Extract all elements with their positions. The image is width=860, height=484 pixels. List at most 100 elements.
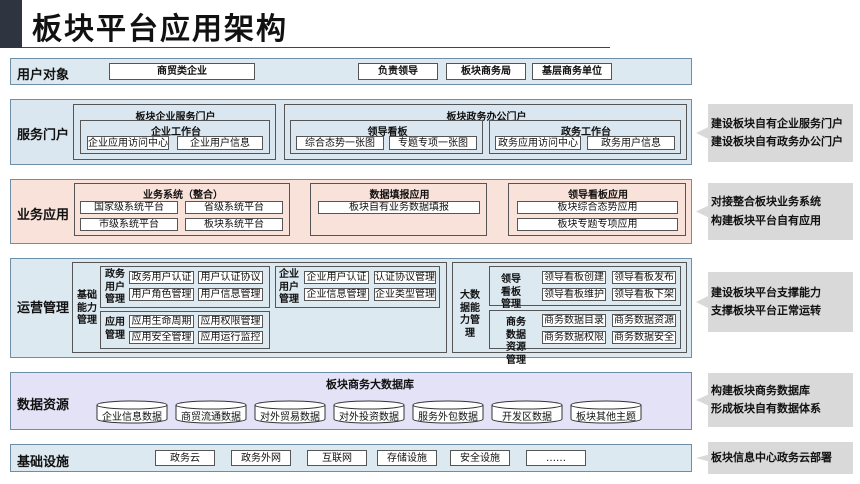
portal-item: 专题专项一张图 (389, 136, 477, 150)
database-cylinder: 企业信息数据 (96, 400, 168, 424)
enterprise-workbench-title: 企业工作台 (151, 127, 201, 138)
gov-user-label: 政务用户管理 (105, 269, 125, 305)
data-warehouse-title: 板块商务大数据库 (326, 378, 414, 391)
infra-item: 互联网 (307, 450, 367, 466)
infra-item: 政务外网 (231, 450, 291, 466)
database-label: 企业信息数据 (102, 412, 162, 423)
data-fill-title: 数据填报应用 (369, 190, 430, 201)
title-accent-bar (0, 0, 22, 48)
ops-item: 政务用户认证 (129, 271, 194, 284)
enterprise-portal-title: 板块企业服务门户 (135, 112, 216, 123)
page-title: 板块平台应用架构 (32, 12, 288, 47)
infra-item: 政务云 (155, 450, 215, 466)
layer-infra-label: 基础设施 (17, 455, 70, 470)
database-icon (333, 400, 405, 424)
biz-item: 板块自有业务数据填报 (318, 201, 480, 214)
database-cylinder: 对外贸易数据 (254, 400, 326, 424)
database-icon (96, 400, 168, 424)
bigdata-capability-panel (452, 262, 687, 353)
gov-portal-title: 板块政务办公门户 (446, 112, 527, 123)
biz-item: 省级系统平台 (185, 201, 283, 214)
infra-item: 存储设施 (377, 450, 437, 466)
database-icon (491, 400, 563, 424)
leader-board-title: 领导看板 (367, 127, 408, 138)
ops-item: 商务数据权限 (542, 331, 606, 344)
database-icon (570, 400, 642, 424)
biz-item: 国家级系统平台 (80, 201, 178, 214)
biz-item: 市级系统平台 (80, 218, 178, 231)
ops-item: 企业类型管理 (374, 288, 436, 301)
ops-item: 领导看板维护 (542, 288, 606, 301)
summary-line: 形成板块自有数据体系 (711, 402, 821, 415)
ops-item: 商务数据安全 (612, 331, 676, 344)
ops-item: 商务数据目录 (542, 314, 606, 327)
biz-item: 板块专题专项应用 (517, 218, 678, 231)
biz-item: 板块综合态势应用 (517, 201, 678, 214)
data-summary: 构建板块商务数据库 形成板块自有数据体系 (696, 373, 853, 427)
ops-item: 企业用户认证 (304, 271, 369, 284)
leader-app-title: 领导看板应用 (568, 190, 628, 201)
layer-ops-label: 运营管理 (17, 301, 70, 316)
bigdata-capability-label: 大数据能力管理 (460, 290, 480, 339)
user-item: 板块商务局 (446, 63, 526, 80)
database-cylinder: 板块其他主题 (570, 400, 642, 424)
app-manage-label: 应用管理 (105, 317, 125, 341)
portal-item: 政务用户信息 (587, 136, 675, 150)
summary-line: 建设板块平台支撑能力 (711, 285, 821, 299)
user-item: 基层商务单位 (532, 63, 612, 80)
biz-summary: 对接整合板块业务系统 构建板块平台自有应用 (696, 183, 853, 240)
ops-item: 用户认证协议 (198, 271, 263, 284)
database-icon (175, 400, 247, 424)
gov-user-panel (100, 266, 270, 308)
ops-item: 应用运行监控 (198, 331, 263, 344)
database-label: 服务外包数据 (418, 412, 478, 423)
ops-item: 认证协议管理 (374, 271, 436, 284)
summary-line: 板块信息中心政务云部署 (711, 450, 832, 464)
gov-workbench-panel: 政务工作台 (489, 120, 681, 154)
title-underline (22, 47, 610, 48)
database-icon (412, 400, 484, 424)
biz-item: 板块系统平台 (185, 218, 283, 231)
ops-item: 应用安全管理 (129, 331, 194, 344)
biz-systems-title: 业务系统（整合） (143, 190, 223, 201)
summary-line: 建设板块自有政务办公门户 (711, 135, 843, 148)
enterprise-workbench-panel: 企业工作台 (80, 120, 270, 154)
ops-summary: 建设板块平台支撑能力 支撑板块平台正常运转 (696, 272, 853, 332)
user-item: 负责领导 (358, 63, 438, 80)
database-cylinder: 开发区数据 (491, 400, 563, 424)
portal-item: 综合态势一张图 (296, 136, 384, 150)
biz-systems-panel: 业务系统（整合） (74, 183, 290, 236)
database-label: 商贸流通数据 (181, 412, 241, 423)
ops-item: 商务数据资源 (612, 314, 676, 327)
ops-item: 领导看板发布 (612, 271, 676, 284)
ent-user-panel (275, 266, 440, 308)
portal-summary: 建设板块自有企业服务门户 建设板块自有政务办公门户 (696, 104, 853, 162)
database-label: 开发区数据 (502, 412, 552, 423)
summary-line: 支撑板块平台正常运转 (711, 304, 821, 317)
ops-item: 企业信息管理 (304, 288, 369, 301)
leader-app-panel: 领导看板应用 (508, 183, 686, 236)
data-fill-panel: 数据填报应用 (310, 183, 487, 236)
database-cylinder: 商贸流通数据 (175, 400, 247, 424)
gov-workbench-title: 政务工作台 (561, 127, 611, 138)
basic-capability-panel (72, 262, 447, 353)
database-label: 对外贸易数据 (260, 412, 320, 423)
layer-data-label: 数据资源 (17, 398, 70, 413)
infra-item: 安全设施 (450, 450, 510, 466)
ops-item: 应用生命周期 (129, 315, 194, 328)
ops-item: 领导看板创建 (542, 271, 606, 284)
leader-board-panel: 领导看板 (290, 120, 483, 154)
ops-item: 应用权限管理 (198, 315, 263, 328)
infra-item: …… (526, 450, 586, 466)
leader-manage-panel (489, 266, 681, 306)
summary-line: 构建板块商务数据库 (711, 383, 810, 397)
summary-line: 建设板块自有企业服务门户 (711, 116, 843, 130)
app-manage-panel (100, 311, 270, 349)
leader-manage-label: 领导看板管理 (501, 274, 521, 310)
data-asset-panel (489, 310, 681, 349)
ent-user-label: 企业用户管理 (279, 269, 299, 305)
summary-line: 对接整合板块业务系统 (711, 195, 821, 209)
gov-portal-panel: 板块政务办公门户 (284, 104, 687, 160)
basic-capability-label: 基础能力管理 (77, 290, 97, 326)
data-asset-label: 商务数据资源管理 (506, 317, 526, 366)
